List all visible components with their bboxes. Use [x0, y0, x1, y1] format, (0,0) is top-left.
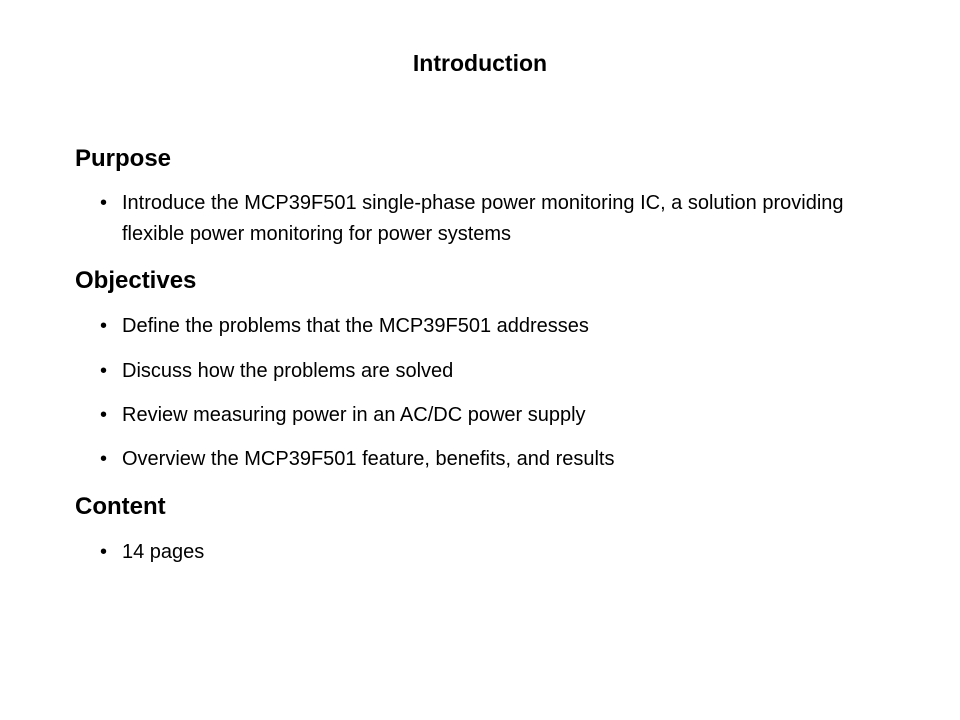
- bullet-dot-icon: •: [100, 448, 108, 470]
- section-heading-content: Content: [75, 493, 166, 520]
- slide-title: Introduction: [412, 50, 548, 76]
- section-heading-purpose: Purpose: [75, 145, 172, 172]
- bullet-dot-icon: •: [100, 404, 108, 426]
- bullet-dot-icon: •: [100, 315, 108, 337]
- bullet-dot-icon: •: [100, 360, 108, 382]
- bullet-objectives-1: • Define the problems that the MCP39F501…: [100, 311, 900, 342]
- bullet-dot-icon: •: [100, 192, 108, 214]
- section-heading-objectives: Objectives: [75, 267, 197, 294]
- bullet-text: Overview the MCP39F501 feature, benefits…: [122, 448, 615, 470]
- bullet-text: Introduce the MCP39F501 single-phase pow…: [122, 192, 844, 245]
- bullet-dot-icon: •: [100, 541, 108, 563]
- bullet-objectives-4: • Overview the MCP39F501 feature, benefi…: [100, 444, 900, 475]
- bullet-text: Review measuring power in an AC/DC power…: [122, 404, 586, 426]
- bullet-text: Define the problems that the MCP39F501 a…: [122, 315, 589, 337]
- bullet-objectives-3: • Review measuring power in an AC/DC pow…: [100, 400, 900, 431]
- bullet-text: 14 pages: [122, 541, 205, 563]
- bullet-purpose-1: • Introduce the MCP39F501 single-phase p…: [100, 188, 900, 250]
- bullet-text: Discuss how the problems are solved: [122, 360, 454, 382]
- bullet-objectives-2: • Discuss how the problems are solved: [100, 356, 900, 387]
- bullet-content-1: • 14 pages: [100, 537, 900, 568]
